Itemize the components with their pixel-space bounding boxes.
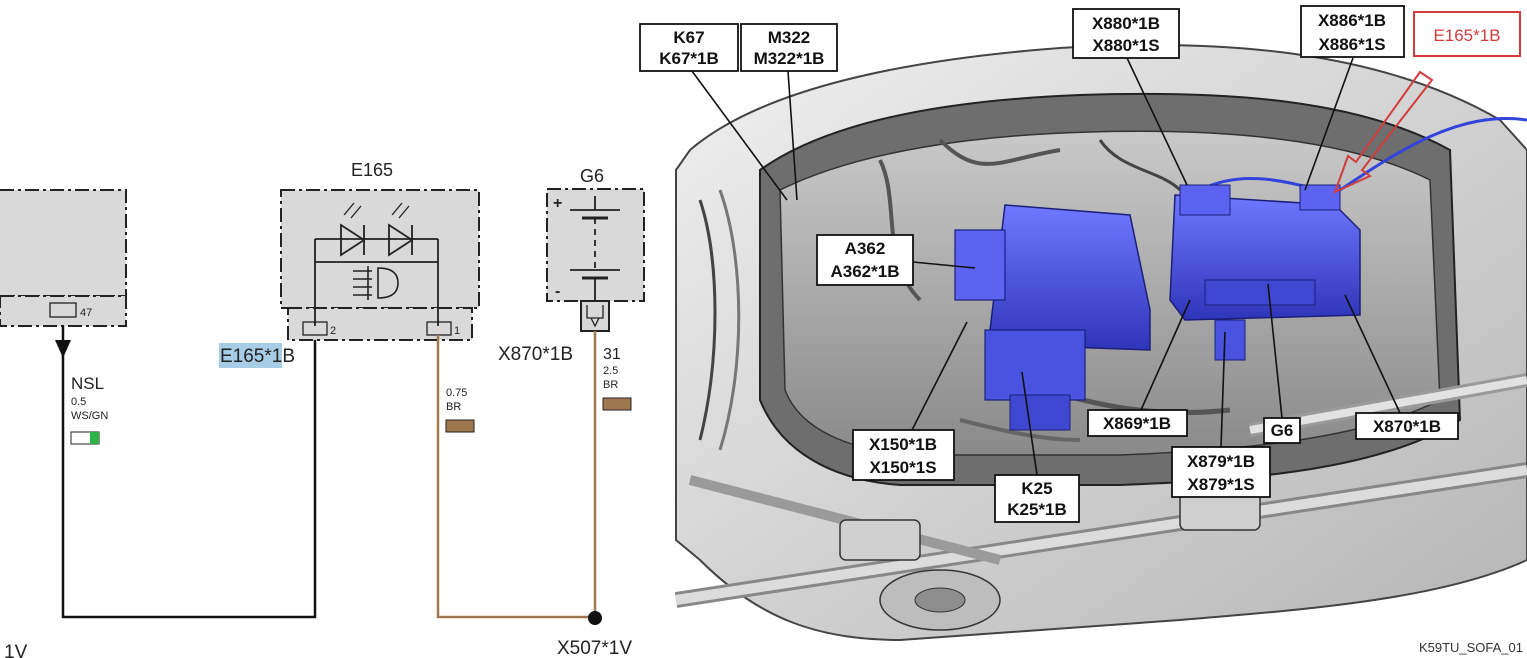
module-g6-x870 (1169, 184, 1361, 361)
wire-color-swatch-br (602, 397, 632, 411)
led-diode-icon (340, 202, 366, 257)
callout-k67-line2: K67*1B (659, 49, 719, 68)
callout-k25: K25 K25*1B (994, 474, 1080, 523)
callout-a362-line2: A362*1B (831, 262, 900, 281)
callout-m322: M322 M322*1B (740, 23, 838, 72)
callout-a362-line1: A362 (845, 239, 886, 258)
callout-x870-line1: X870*1B (1373, 417, 1441, 436)
nsl-wire-color: WS/GN (71, 410, 108, 422)
nsl-wire-name: NSL (71, 374, 104, 393)
callout-x869: X869*1B (1087, 409, 1188, 437)
fog-lamp-icon (353, 266, 399, 300)
callout-x880-line1: X880*1B (1092, 14, 1160, 33)
callout-e165: E165*1B (1413, 11, 1521, 57)
callout-x880-line2: X880*1S (1092, 36, 1159, 55)
callout-m322-line2: M322*1B (754, 49, 825, 68)
callout-e165-line1: E165*1B (1433, 26, 1500, 45)
callout-x879-line1: X879*1B (1187, 452, 1255, 471)
callout-k67: K67 K67*1B (639, 23, 739, 72)
g6-connector-label: X870*1B (498, 344, 573, 365)
callout-x886-line1: X886*1B (1318, 11, 1386, 30)
g6-plus-label: + (553, 195, 562, 212)
callout-x879: X879*1B X879*1S (1171, 446, 1271, 498)
callout-x150: X150*1B X150*1S (852, 429, 955, 481)
callout-x886-line2: X886*1S (1318, 35, 1385, 54)
wiring-diagram: 47 NSL 0.5 WS/GN E165 (0, 160, 645, 658)
nsl-wire-gauge: 0.5 (71, 396, 86, 408)
callout-x886: X886*1B X886*1S (1300, 5, 1405, 58)
component-location-view: K67 K67*1B M322 M322*1B X880*1B X880*1S … (639, 0, 1527, 658)
callout-m322-line1: M322 (768, 28, 811, 47)
g6-wire-name: 31 (603, 346, 621, 363)
arrow-down-icon (55, 340, 71, 358)
g6-minus-label: - (555, 283, 560, 300)
callout-k67-line1: K67 (673, 28, 704, 47)
wire-color-swatch-br (445, 419, 475, 433)
e165-wire-gauge: 0.75 (446, 387, 467, 399)
callout-x150-line2: X150*1S (869, 458, 936, 477)
image-id-label: K59TU_SOFA_01 (1419, 640, 1523, 655)
splice-point (588, 611, 602, 625)
callout-g6-line1: G6 (1271, 421, 1294, 440)
e165-connector-label: E165*1B (220, 346, 295, 367)
e165-title: E165 (351, 160, 393, 180)
callout-x880: X880*1B X880*1S (1072, 8, 1180, 59)
x870-connector (580, 300, 610, 332)
leader-lines (691, 57, 1401, 476)
callout-x879-line2: X879*1S (1187, 475, 1254, 494)
g6-title: G6 (580, 166, 604, 186)
g6-wire-color: BR (603, 379, 618, 391)
nsl-wire (61, 326, 317, 619)
edge-label: 1V (4, 642, 28, 658)
e165-component: 2 1 (280, 189, 480, 341)
g6-wire-gauge: 2.5 (603, 365, 618, 377)
callout-x150-line1: X150*1B (869, 435, 937, 454)
callout-x870: X870*1B (1355, 412, 1459, 440)
splice-label: X507*1V (557, 638, 632, 658)
left-component: 47 (0, 189, 127, 327)
callout-k25-line2: K25*1B (1007, 500, 1067, 519)
connector-highlight (219, 343, 282, 368)
led-diode-icon (388, 202, 414, 257)
g6-battery: + - (546, 188, 645, 302)
e165-pin-right-label: 1 (454, 325, 460, 337)
callout-g6: G6 (1263, 417, 1301, 444)
callout-k25-line1: K25 (1021, 479, 1052, 498)
left-pin-label: 47 (80, 307, 92, 319)
e165-brown-wire (436, 335, 595, 619)
e165-wire-color: BR (446, 401, 461, 413)
callout-a362: A362 A362*1B (816, 234, 914, 286)
red-arrow-icon (1333, 70, 1434, 194)
module-a362-k25 (954, 204, 1151, 431)
callout-x869-line1: X869*1B (1103, 414, 1171, 433)
battery-icon (570, 196, 620, 300)
wire-color-swatch-ws-gn (70, 431, 100, 445)
e165-pin-left-label: 2 (330, 325, 336, 337)
